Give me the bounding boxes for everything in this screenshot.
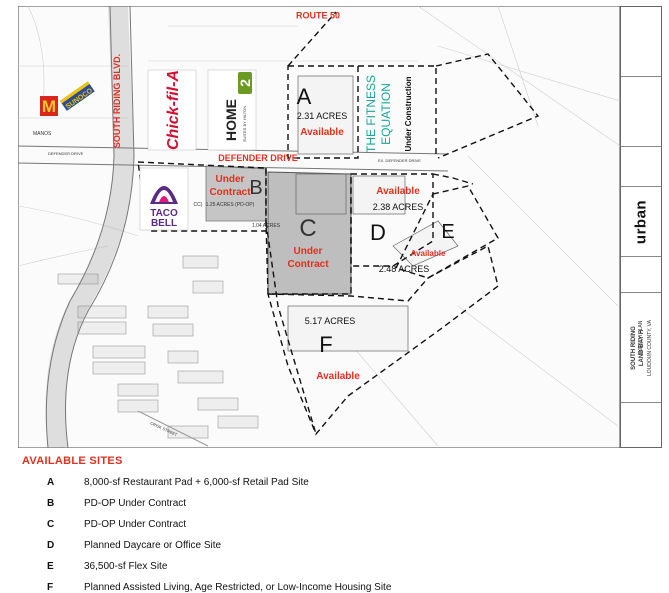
mcdonalds-logo: M [40,96,58,116]
title-block-address [621,147,661,187]
manos-label: MANOS [33,131,52,137]
background-linework [17,5,621,447]
residential-blocks [57,255,259,439]
title-block-date-cell [621,257,661,293]
title-block-sheet-number [621,403,661,447]
project-county: LOUDOUN COUNTY, VA [647,319,653,376]
project-name-2: LAND BAY H [639,329,645,366]
crisk-street-road [137,410,209,447]
parcel-b-letter: B [249,177,262,199]
parcel-d-letter: D [370,220,386,245]
parcel-d-acres: 2.38 ACRES [373,202,424,212]
title-block-revisions [621,77,661,147]
south-riding-blvd [45,5,135,450]
title-block-logo-cell: urban [621,187,661,257]
defender-drive-small-left: DEFENDER DRIVE [48,151,84,156]
legend-desc: Planned Daycare or Office Site [84,540,222,551]
urban-logo: urban [632,199,650,244]
defender-drive-label: DEFENDER DRIVE [218,153,298,163]
parcel-e-boundary [395,185,499,279]
parcel-a-boundary [287,65,359,159]
available-sites-legend: AVAILABLE SITES A 8,000-sf Restaurant Pa… [22,455,622,593]
svg-text:TACO: TACO [150,208,178,219]
legend-desc: 36,500-sf Flex Site [84,561,168,572]
svg-text:SUITES BY HILTON: SUITES BY HILTON [242,106,247,142]
svg-text:M: M [42,97,56,116]
parcel-a-acres: 2.31 ACRES [297,111,348,121]
defender-drive-small-right: EX. DEFENDER DRIVE [378,158,421,163]
parcel-c-acres: 1.04 ACRES [252,223,281,229]
parcel-c-boundary [265,168,352,295]
legend-key: A [47,477,55,488]
svg-text:HOME: HOME [223,99,239,141]
route-50-label: ROUTE 50 [296,10,340,20]
svg-text:THE FITNESS: THE FITNESS [364,75,378,153]
parcel-f-boundary [267,244,499,436]
parcel-e-status: Available [411,249,446,258]
legend-desc: PD-OP Under Contract [84,519,187,530]
parcel-d-status: Available [376,186,420,197]
parcel-d-boundary [350,173,434,267]
parcel-boundaries [137,11,540,436]
parcel-a-letter: A [297,84,312,109]
legend-desc: PD-OP Under Contract [84,498,187,509]
taco-bell-logo: TACO BELL [139,167,189,231]
title-block: urban SKETCH PLAN SOUTH RIDING LAND BAY … [620,6,662,448]
south-riding-blvd-label: SOUTH RIDING BLVD. [112,54,122,148]
svg-text:EQUATION: EQUATION [379,83,393,145]
svg-text:Chick-fil-A: Chick-fil-A [165,70,182,150]
chickfila-logo: Chick-fil-A [147,69,197,151]
svg-text:2: 2 [237,79,253,87]
site-plan-map: M SUNOCO MANOS Chick-fil-A HOME 2 SUITES… [17,5,621,450]
cc-label: CC) [194,202,203,208]
parcel-e-letter: E [441,221,454,243]
parcel-f-letter: F [319,332,332,357]
parcel-f-status: Available [316,371,360,382]
parcel-c-letter: C [299,215,316,242]
fitness-equation-logo: THE FITNESS EQUATION Under Construction [364,75,413,153]
legend-desc: 8,000-sf Restaurant Pad + 6,000-sf Retai… [84,477,309,488]
project-name-1: SOUTH RIDING [631,325,637,370]
parcel-a-status: Available [300,127,344,138]
parcel-e-acres: 2.48 ACRES [379,264,430,274]
home2-suites-logo: HOME 2 SUITES BY HILTON [207,69,257,151]
legend-key: C [47,519,55,530]
title-block-project-cell: SKETCH PLAN SOUTH RIDING LAND BAY H LOUD… [621,293,661,403]
parcel-b-status-2: Contract [209,187,251,198]
parcel-c-area [267,171,352,295]
legend-key: B [47,498,55,509]
parcel-b-acres: 1.25 ACRES (PD-OP) [206,202,255,208]
building-footprints [287,75,459,352]
legend-key: E [47,561,54,572]
under-construction-label: Under Construction [404,76,413,151]
parcel-c-status-1: Under [294,246,323,257]
legend-key: D [47,540,55,551]
parcel-b-status-1: Under [216,174,245,185]
parcel-f-acres: 5.17 ACRES [305,316,356,326]
svg-text:BELL: BELL [151,218,177,229]
legend-title: AVAILABLE SITES [22,455,123,467]
parcel-c-status-2: Contract [287,259,329,270]
title-block-notes [621,7,661,77]
